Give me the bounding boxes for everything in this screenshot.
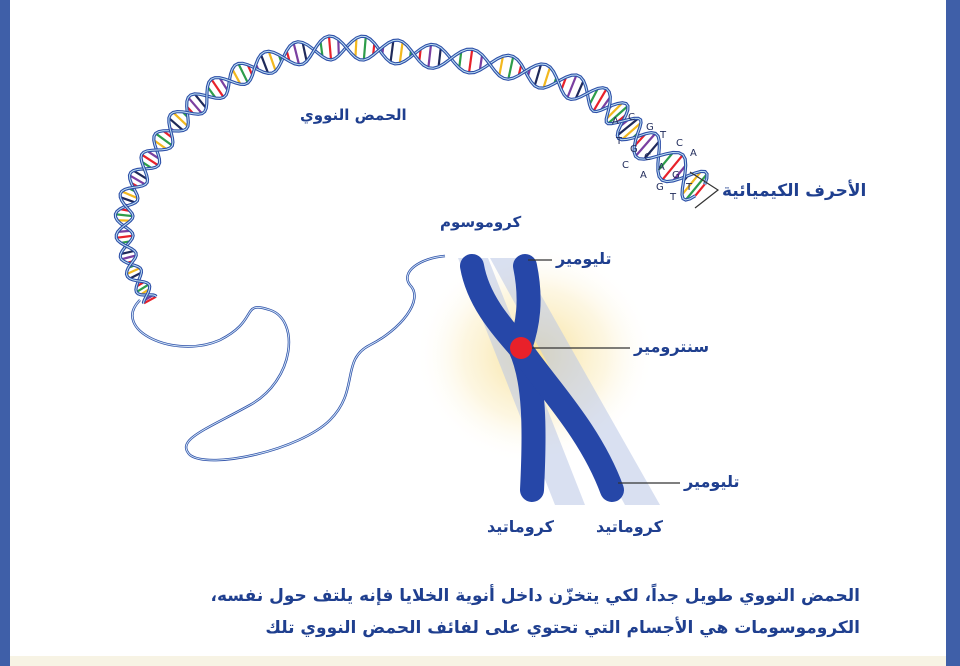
base-pair-rung <box>458 51 463 69</box>
base-pair-rung <box>259 54 270 74</box>
base-pair-rung <box>542 66 552 89</box>
thin-dna-strand-inner <box>131 255 446 461</box>
base-pair-rung <box>605 102 624 120</box>
base-pair-rung <box>120 249 135 256</box>
base-pair-rung <box>592 88 608 112</box>
base-letter: C <box>628 112 635 123</box>
caption-line-2: الكروموسومات هي الأجسام التي تحتوي على ل… <box>265 618 860 638</box>
base-pair-rung <box>681 170 702 196</box>
centromere-label: سنترومير <box>634 337 710 356</box>
base-pair-rung <box>172 111 189 128</box>
base-pair-rung <box>437 47 442 67</box>
base-pair-rung <box>154 132 173 147</box>
base-pair-rung <box>143 295 157 305</box>
chromatid-right-label: كروماتيد <box>596 517 663 536</box>
base-pair-rung <box>354 37 358 58</box>
base-pair-rung <box>146 150 160 160</box>
caption-line-1: الحمض النووي طويل جداً، لكي يتخزّن داخل … <box>210 586 860 606</box>
chemical-letters-pointer <box>689 171 720 209</box>
base-pair-rung <box>607 105 629 125</box>
base-pair-rung <box>694 183 706 197</box>
base-pair-rung <box>566 74 578 99</box>
base-pair-rung <box>301 42 308 62</box>
base-pair-rung <box>427 44 433 68</box>
base-letter: T <box>669 192 677 203</box>
base-pair-rung <box>135 283 150 294</box>
base-pair-rung <box>643 140 661 160</box>
telomere-top-label: تليومير <box>556 249 612 268</box>
base-pair-rung <box>121 190 139 200</box>
base-letter: A <box>612 116 619 127</box>
base-pair-rung <box>292 42 301 66</box>
base-pair-rung <box>672 164 687 182</box>
base-pair-rung <box>533 63 543 87</box>
base-pair-rung <box>327 35 333 61</box>
chromosome-label: كروموسوم <box>440 213 522 231</box>
base-pair-rung <box>620 121 642 141</box>
base-pair-rung <box>574 80 585 100</box>
base-pair-rung <box>153 139 168 151</box>
base-letter: A <box>640 170 647 181</box>
base-letter: G <box>656 182 664 193</box>
centromere-dot <box>510 337 532 359</box>
base-pair-rung <box>193 93 208 109</box>
base-pair-rung <box>218 77 229 92</box>
base-pair-rung <box>389 40 395 63</box>
base-pair-rung <box>661 154 684 181</box>
base-pair-rung <box>498 55 505 76</box>
base-pair-rung <box>115 213 134 218</box>
chemical-letters-label: الأحرف الكيميائية <box>722 181 867 201</box>
dna-strand-a <box>113 34 709 298</box>
base-letter: C <box>644 152 651 163</box>
base-pair-rung <box>319 41 324 57</box>
base-letter: A <box>690 148 697 159</box>
base-pair-rung <box>116 234 134 239</box>
base-pair-rung <box>657 151 674 172</box>
thin-dna-strand <box>131 254 446 462</box>
base-pair-rung <box>588 87 599 106</box>
base-letter: G <box>630 144 638 155</box>
dna-label: الحمض النووي <box>300 106 407 124</box>
base-letter: G <box>672 170 680 181</box>
base-pair-rung <box>467 49 474 74</box>
base-pair-rung <box>267 50 277 72</box>
dna-strand-highlight <box>115 35 696 304</box>
base-pair-rung <box>684 173 708 201</box>
base-letter: T <box>685 182 693 193</box>
base-pair-rung <box>398 41 404 64</box>
base-pair-rung <box>616 117 639 137</box>
base-pair-rung <box>237 63 249 84</box>
base-pair-rung <box>187 96 203 115</box>
base-pair-rung <box>119 196 136 204</box>
base-pair-rung <box>478 54 484 71</box>
base-pair-rung <box>121 254 137 261</box>
dna-base-pairs <box>115 35 708 305</box>
base-pair-rung <box>210 78 225 98</box>
dna-strand-highlight <box>114 35 708 297</box>
telomere-bottom-label: تليومير <box>684 472 740 491</box>
bottom-strip <box>10 656 946 666</box>
base-pair-rung <box>128 174 146 186</box>
base-letter: C <box>676 138 683 149</box>
base-letter: T <box>615 136 623 147</box>
base-pair-rung <box>132 169 149 181</box>
chromosome <box>460 254 624 502</box>
chromatid-left-label: كروماتيد <box>487 517 554 536</box>
base-pair-rung <box>337 39 340 56</box>
base-pair-rung <box>126 267 141 276</box>
base-pair-rung <box>634 132 657 157</box>
base-pair-rung <box>168 117 184 132</box>
base-pair-rung <box>141 153 159 167</box>
base-pair-rung <box>129 271 142 280</box>
base-letter: T <box>659 130 667 141</box>
base-letter: C <box>622 160 629 171</box>
base-letter: G <box>646 122 654 133</box>
base-pair-rung <box>231 68 242 85</box>
base-pair-rung <box>507 56 515 80</box>
base-letter: A <box>658 162 665 173</box>
base-pair-rung <box>362 36 367 61</box>
